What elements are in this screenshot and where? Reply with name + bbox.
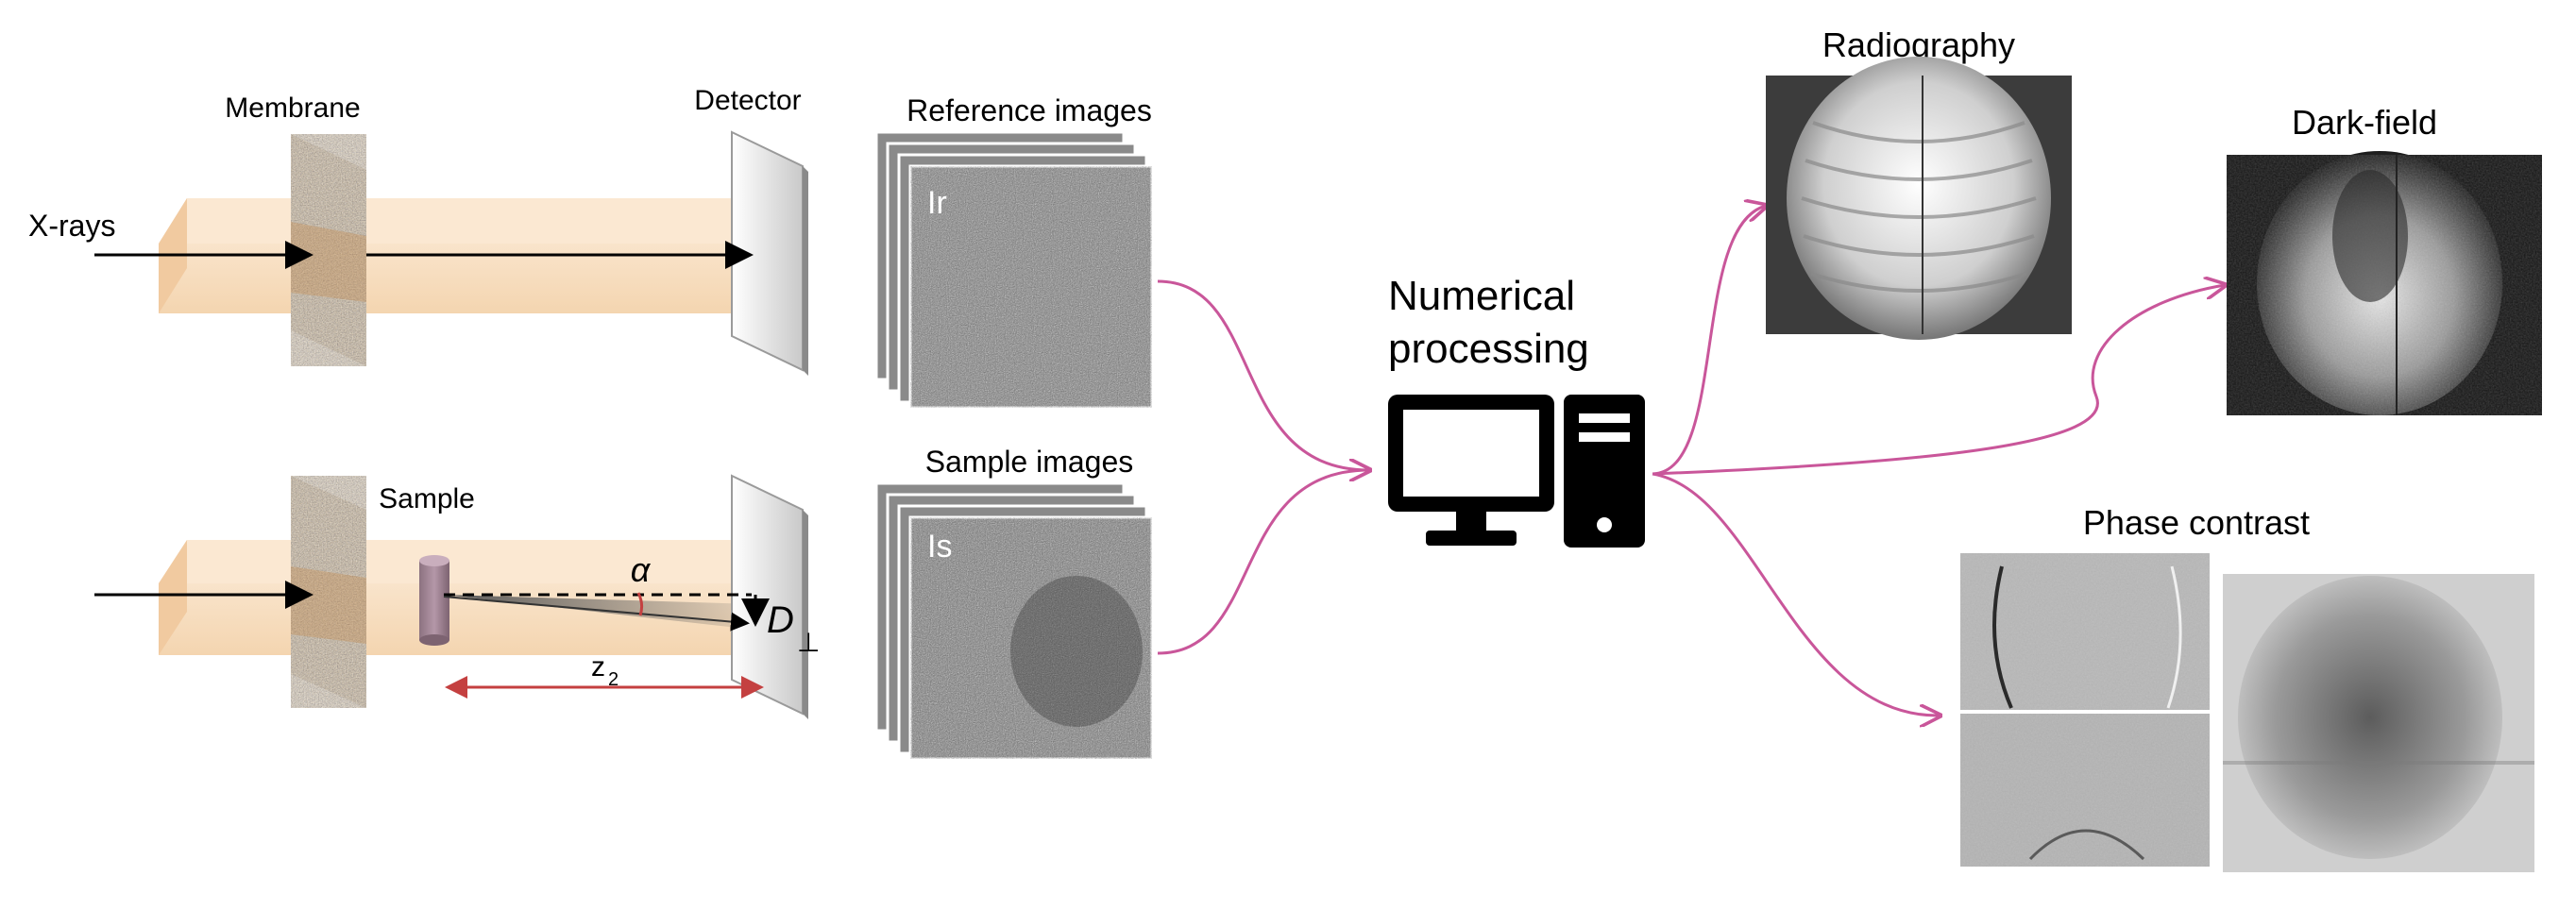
alpha-arc bbox=[636, 592, 644, 616]
sample-images: Sample images Is bbox=[874, 445, 1154, 761]
refracted-ray bbox=[443, 596, 750, 632]
beam-top-face bbox=[159, 198, 786, 244]
phase-integrated-body bbox=[2238, 576, 2502, 859]
processing-line2: processing bbox=[1388, 326, 1589, 372]
sample-to-processing-arrow bbox=[1157, 470, 1369, 655]
displacement-label: D bbox=[767, 599, 794, 641]
distance-label: z bbox=[591, 651, 605, 682]
sample-shadow bbox=[1010, 576, 1143, 727]
reference-tag: Ir bbox=[927, 185, 947, 221]
radiography-output: Radiography bbox=[1766, 25, 2072, 340]
membrane-label: Membrane bbox=[225, 93, 360, 124]
sample-tag: Is bbox=[927, 529, 952, 565]
reference-speckle bbox=[910, 166, 1152, 408]
detector-label: Detector bbox=[694, 85, 801, 116]
membrane-beam-spot-2 bbox=[291, 566, 366, 644]
to-phase-arrow bbox=[1652, 472, 1940, 716]
phase-gradient-x-edge-2 bbox=[2166, 565, 2182, 709]
sample-cylinder bbox=[419, 555, 449, 646]
membrane-texture bbox=[291, 134, 366, 366]
membrane-texture-2 bbox=[291, 476, 366, 708]
reference-images: Reference images Ir bbox=[874, 93, 1154, 410]
darkfield-title: Dark-field bbox=[2292, 103, 2437, 142]
darkfield-output: Dark-field bbox=[2227, 103, 2542, 415]
alpha-label: α bbox=[631, 550, 652, 589]
phase-gradient-y-noise bbox=[1960, 714, 2210, 867]
darkfield-heart bbox=[2332, 170, 2408, 302]
sample-label: Sample bbox=[379, 483, 475, 514]
detector-edge-2 bbox=[803, 510, 808, 719]
connectors bbox=[1157, 206, 2225, 716]
processing-line1: Numerical bbox=[1388, 273, 1575, 319]
reference-images-title: Reference images bbox=[907, 93, 1152, 127]
beam-end-face-2 bbox=[159, 540, 187, 655]
desktop-computer-icon bbox=[1388, 395, 1645, 548]
phase-gradient-y-edge bbox=[2028, 829, 2145, 861]
sample-setup: Sample α D ⊥ z 2 bbox=[94, 474, 820, 719]
phase-gradient-x-edge bbox=[1992, 565, 2013, 709]
phase-integrated-band bbox=[2223, 761, 2534, 765]
detector-plate bbox=[731, 130, 804, 372]
radiography-chest bbox=[1787, 57, 2051, 340]
to-radiography-arrow bbox=[1652, 206, 1766, 476]
distance-subscript: 2 bbox=[608, 669, 619, 690]
beam-top-face-2 bbox=[159, 540, 786, 583]
membrane-beam-spot bbox=[291, 222, 366, 302]
processing-block: Numerical processing bbox=[1388, 273, 1645, 548]
detector-plate-2 bbox=[731, 474, 804, 716]
radiography-ribs bbox=[1801, 121, 2037, 293]
xrays-label: X-rays bbox=[28, 209, 115, 243]
displacement-subscript: ⊥ bbox=[797, 628, 820, 657]
phase-output: Phase contrast bbox=[1960, 503, 2534, 872]
detector-edge bbox=[803, 166, 808, 376]
phase-title: Phase contrast bbox=[2083, 503, 2310, 542]
reference-setup: Membrane Detector X-rays bbox=[28, 85, 808, 376]
sample-images-title: Sample images bbox=[925, 445, 1134, 479]
to-darkfield-arrow bbox=[1652, 285, 2225, 476]
sample-speckle bbox=[910, 517, 1152, 759]
reference-to-processing-arrow bbox=[1157, 279, 1369, 470]
